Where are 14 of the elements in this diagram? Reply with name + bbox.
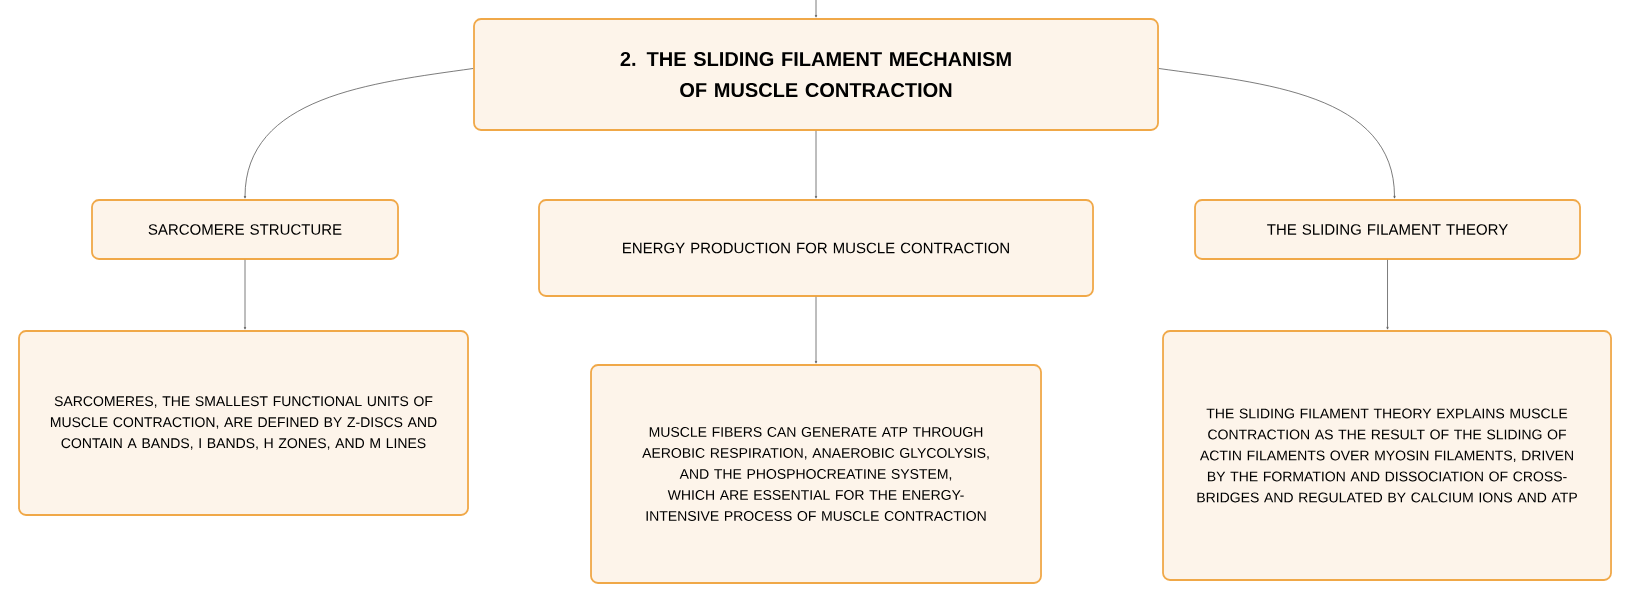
topic-box: THE SLIDING FILAMENT THEORY EXPLAINS MUSCLE CONTRACTION AS THE RESULT OF THE SLIDING OF ACTIN FILAMENTS OVER MYOSIN FILAMENTS, DRIVEN BY THE FORMATION AND DISSOCIATION OF CROSS-BRIDGES AND REGULATED BY CALCIUM IONS AND ATP xyxy=(1162,330,1612,581)
topic-box: SARCOMERE STRUCTURE xyxy=(91,199,399,260)
arrow xyxy=(1158,68,1396,199)
arrow xyxy=(814,130,818,199)
topic-box: ENERGY PRODUCTION FOR MUSCLE CONTRACTION xyxy=(538,199,1094,297)
title-box: 2. THE SLIDING FILAMENT MECHANISM OF MUSCLE CONTRACTION xyxy=(473,18,1159,131)
arrow xyxy=(243,68,474,199)
topic-box: THE SLIDING FILAMENT THEORY xyxy=(1194,199,1581,260)
topic-box: MUSCLE FIBERS CAN GENERATE ATP THROUGH AEROBIC RESPIRATION, ANAEROBIC GLYCOLYSIS, AND THE PHOSPHOCREATINE SYSTEM, WHICH ARE ESSENTIAL FOR THE ENERGY-INTENSIVE PROCESS OF MUSCLE CONTRACTION xyxy=(590,364,1042,584)
topic-box: SARCOMERES, THE SMALLEST FUNCTIONAL UNITS OF MUSCLE CONTRACTION, ARE DEFINED BY Z-DISCS AND CONTAIN A BANDS, I BANDS, H ZONES, AND M LINES xyxy=(18,330,469,516)
arrow xyxy=(814,296,818,364)
arrow xyxy=(814,0,818,18)
arrow xyxy=(1386,259,1389,330)
arrow xyxy=(243,259,247,330)
